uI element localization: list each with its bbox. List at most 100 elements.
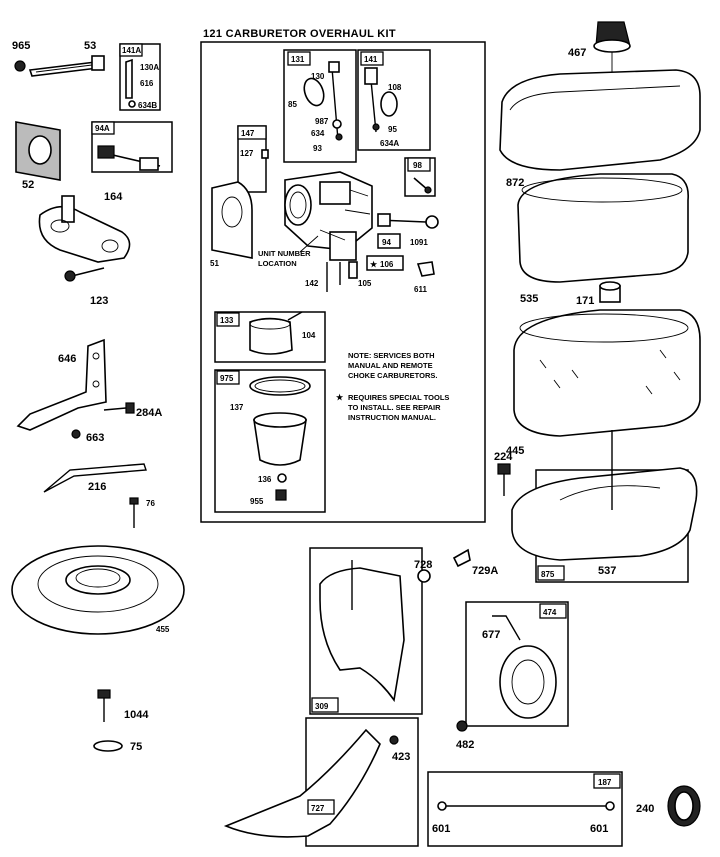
star-note-line-3: INSTRUCTION MANUAL. xyxy=(348,413,436,422)
gasket-51 xyxy=(211,181,253,259)
label-136: 136 xyxy=(258,475,272,484)
box-875-tag xyxy=(537,565,565,581)
kit-title: 121 CARBURETOR OVERHAUL KIT xyxy=(203,28,396,40)
star-note-icon: ★ xyxy=(336,393,344,402)
fuel-cap-240: 240 xyxy=(636,785,701,827)
seal-634B xyxy=(128,100,136,108)
box-98-tag xyxy=(407,157,431,172)
float-bowl xyxy=(253,412,307,466)
label-535: 535 xyxy=(520,293,538,305)
screw-98-head xyxy=(424,186,432,194)
box-141A-tag xyxy=(119,43,143,57)
nut-663: 663 xyxy=(71,429,104,444)
label-105: 105 xyxy=(358,279,372,288)
nut-955 xyxy=(275,489,287,501)
unit-number-line-1: UNIT NUMBER xyxy=(258,249,311,258)
needle-94-head xyxy=(377,213,391,227)
label-284A: 284A xyxy=(136,407,162,419)
label-76: 76 xyxy=(146,499,155,508)
label-482: 482 xyxy=(456,739,474,751)
label-663: 663 xyxy=(86,432,104,444)
label-467: 467 xyxy=(568,47,586,59)
needle-94A-head xyxy=(139,157,159,171)
label-94: 94 xyxy=(382,238,391,247)
box-187-tag xyxy=(593,773,621,789)
box-141A-group: 141A 130A 616 634B xyxy=(119,43,161,111)
box-975-tag xyxy=(216,370,240,385)
box-309-tag xyxy=(311,697,339,713)
label-127: 127 xyxy=(240,149,254,158)
pilot-jet-part xyxy=(261,149,269,159)
note-line-3: CHOKE CARBURETORS. xyxy=(348,371,437,380)
label-141A: 141A xyxy=(122,46,141,55)
screw-284A: 284A xyxy=(103,402,162,419)
star-106: ★ xyxy=(370,260,378,269)
box-106 xyxy=(366,255,404,271)
label-131: 131 xyxy=(291,55,305,64)
label-187: 187 xyxy=(598,778,612,787)
label-965: 965 xyxy=(12,40,30,52)
box-94A-group: 94A 164 xyxy=(91,121,173,203)
label-216: 216 xyxy=(88,481,106,493)
stud-53-thread xyxy=(35,64,93,73)
box-727-group: 727 xyxy=(223,717,419,847)
label-634B: 634B xyxy=(138,101,157,110)
label-616: 616 xyxy=(140,79,154,88)
box-141-tag xyxy=(360,51,384,66)
star-note-line-2: TO INSTALL. SEE REPAIR xyxy=(348,403,441,412)
label-108: 108 xyxy=(388,83,402,92)
label-171: 171 xyxy=(576,295,594,307)
fuel-pipe-assembly: 965 53 xyxy=(12,40,105,77)
label-423: 423 xyxy=(392,751,410,763)
clamp-601-right xyxy=(605,801,615,811)
label-137: 137 xyxy=(230,403,244,412)
label-955: 955 xyxy=(250,497,264,506)
stud-53 xyxy=(28,61,100,77)
gasket-52: 52 xyxy=(15,121,61,191)
label-309: 309 xyxy=(315,702,329,711)
label-123: 123 xyxy=(90,295,108,307)
label-537: 537 xyxy=(598,565,616,577)
screw-1044: 1044 xyxy=(97,689,149,722)
box-474-tag xyxy=(539,603,567,619)
label-130: 130 xyxy=(311,72,325,81)
label-1091: 1091 xyxy=(410,238,428,247)
label-130A: 130A xyxy=(140,63,159,72)
nut-965 xyxy=(14,60,26,72)
spring-94A xyxy=(97,145,115,159)
alternator-coil-inner xyxy=(511,659,545,705)
box-187-group: 187 601 601 xyxy=(427,771,623,847)
spring-94 xyxy=(425,215,439,229)
box-474-group: 474 677 xyxy=(465,601,569,727)
label-729A: 729A xyxy=(472,565,498,577)
bracket-646: 646 xyxy=(16,338,107,431)
label-106: 106 xyxy=(380,260,394,269)
label-634A: 634A xyxy=(380,139,399,148)
label-634: 634 xyxy=(311,129,325,138)
clip-728: 728 xyxy=(414,559,432,583)
box-133 xyxy=(214,311,326,363)
gasket-51-hole xyxy=(221,196,243,228)
pre-cleaner-535: 535 xyxy=(517,173,689,305)
lead-677 xyxy=(492,615,521,641)
label-53: 53 xyxy=(84,40,96,52)
box-147-tag xyxy=(237,125,267,140)
box-94A-tag xyxy=(91,121,115,135)
carburetor-overhaul-kit: 121 CARBURETOR OVERHAUL KIT 131 130 85 9… xyxy=(200,28,486,523)
choke-shaft-part xyxy=(303,61,343,141)
kit-frame xyxy=(200,41,486,523)
intake-manifold xyxy=(38,195,131,263)
cartridge-445: 445 xyxy=(506,309,701,457)
label-75: 75 xyxy=(130,741,142,753)
base-875-group: 875 537 xyxy=(511,430,698,583)
label-141: 141 xyxy=(364,55,378,64)
label-872: 872 xyxy=(506,177,524,189)
box-309-frame xyxy=(309,547,423,715)
clamp-601-left xyxy=(437,801,447,811)
label-52: 52 xyxy=(22,179,34,191)
lever-130A xyxy=(125,58,133,99)
box-727-tag xyxy=(307,799,335,815)
blower-housing-309 xyxy=(319,567,405,703)
box-94A xyxy=(91,121,173,173)
washer-75: 75 xyxy=(93,740,142,753)
